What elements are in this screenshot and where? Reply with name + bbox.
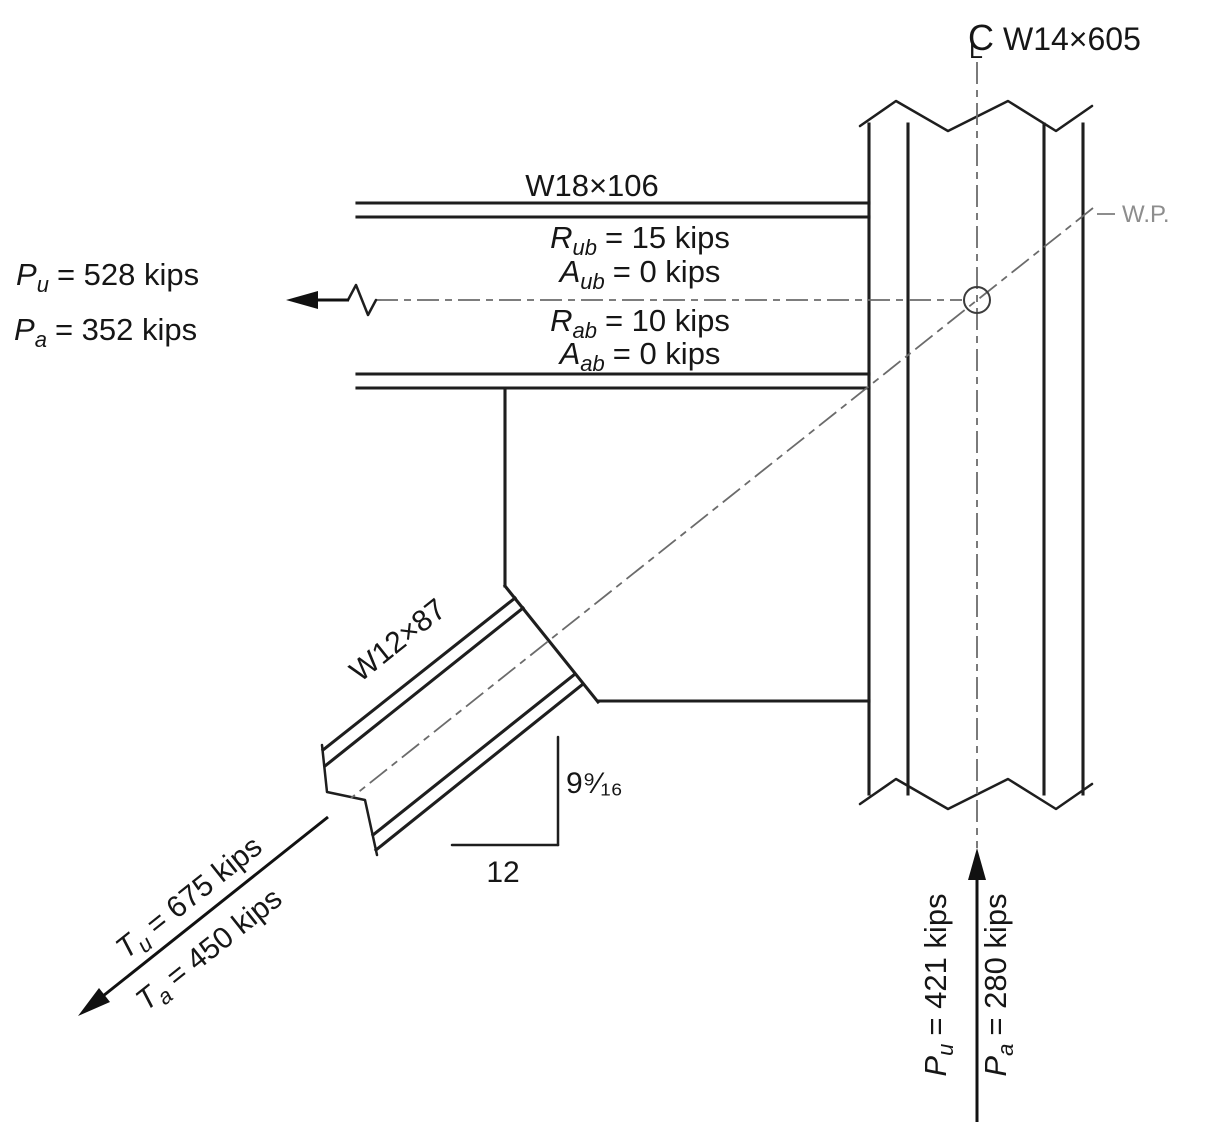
column-centerline-mark-l: L	[969, 36, 983, 64]
beam-force-rub-label: Rub= 15 kips	[550, 220, 730, 260]
beam-axial-force-group: Pu= 528 kips Pa= 352 kips	[14, 257, 349, 352]
column-bottom-break-icon	[858, 777, 1094, 811]
beam-force-pa-label: Pa= 352 kips	[14, 312, 197, 352]
column-group	[858, 62, 1094, 848]
wp-label: W.P.	[1122, 201, 1170, 228]
gusset-plate	[502, 387, 871, 705]
brace-labels-group: W12×87 Tu= 675 kips Ta= 450 kips	[78, 593, 453, 1017]
column-force-pu-label: Pu= 421 kips	[918, 893, 958, 1076]
brace-tension-arrow-shaft	[102, 815, 329, 998]
column-top-break-icon	[858, 99, 1094, 133]
work-point-group: W.P.	[963, 201, 1170, 314]
brace-break-icon	[320, 743, 379, 857]
brace-tension-arrowhead-icon	[78, 988, 110, 1016]
column-centerline-mark-c: C	[968, 17, 994, 58]
beam-size-label: W18×106	[525, 168, 659, 203]
column-force-arrowhead-icon	[968, 848, 986, 880]
beam-left-break-icon	[346, 283, 378, 317]
slope-triangle: 9⁹⁄₁₆ 12	[450, 735, 623, 889]
slope-run-label: 12	[486, 856, 519, 889]
brace-group	[320, 207, 1094, 857]
beam-force-arrowhead-icon	[286, 291, 318, 309]
brace-lower-flange-inner-line	[370, 671, 578, 838]
column-size-label: W14×605	[1003, 21, 1141, 57]
column-force-pa-label: Pa= 280 kips	[978, 893, 1018, 1076]
beam-group	[346, 201, 962, 390]
brace-upper-flange-inner-line	[322, 605, 526, 769]
brace-centerline	[350, 207, 1094, 799]
brace-upper-flange-outer-line	[320, 595, 518, 753]
beam-force-aab-label: Aab= 0 kips	[558, 336, 721, 376]
slope-rise-label: 9⁹⁄₁₆	[566, 767, 623, 800]
beam-labels-group: W18×106 Rub= 15 kips Aub= 0 kips Rab= 10…	[525, 168, 730, 376]
beam-force-aub-label: Aub= 0 kips	[558, 254, 721, 294]
column-label-group: C L W14×605	[968, 17, 1141, 64]
work-point-circle-icon	[963, 286, 991, 314]
beam-force-rab-label: Rab= 10 kips	[550, 303, 730, 343]
column-axial-force-group: Pu= 421 kips Pa= 280 kips	[918, 848, 1018, 1122]
brace-size-label: W12×87	[344, 593, 453, 689]
beam-force-pu-label: Pu= 528 kips	[16, 257, 199, 297]
brace-lower-flange-outer-line	[373, 681, 586, 853]
